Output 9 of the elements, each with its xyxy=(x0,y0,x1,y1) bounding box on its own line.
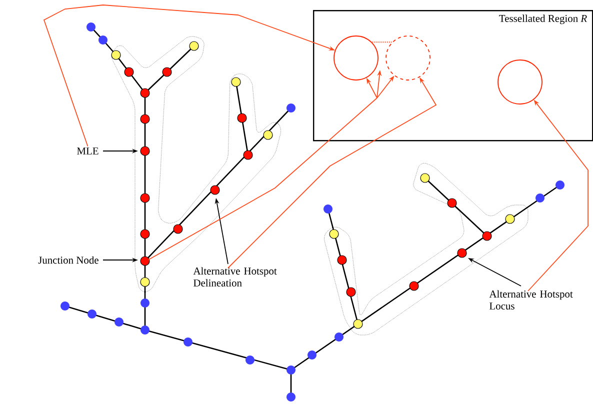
hotspot-outline xyxy=(498,60,542,104)
callout-label: Alternative Hotspot Delineation xyxy=(193,267,277,287)
hotspot-outline xyxy=(386,36,430,80)
callout-label: MLE xyxy=(77,148,98,154)
hotspot-outline xyxy=(334,36,378,80)
link-line xyxy=(371,42,393,43)
region-box: Tessellated Region R xyxy=(313,10,593,142)
callout-label: Junction Node xyxy=(38,256,98,264)
callout-label: Alternative Hotspot Locus xyxy=(489,290,573,310)
